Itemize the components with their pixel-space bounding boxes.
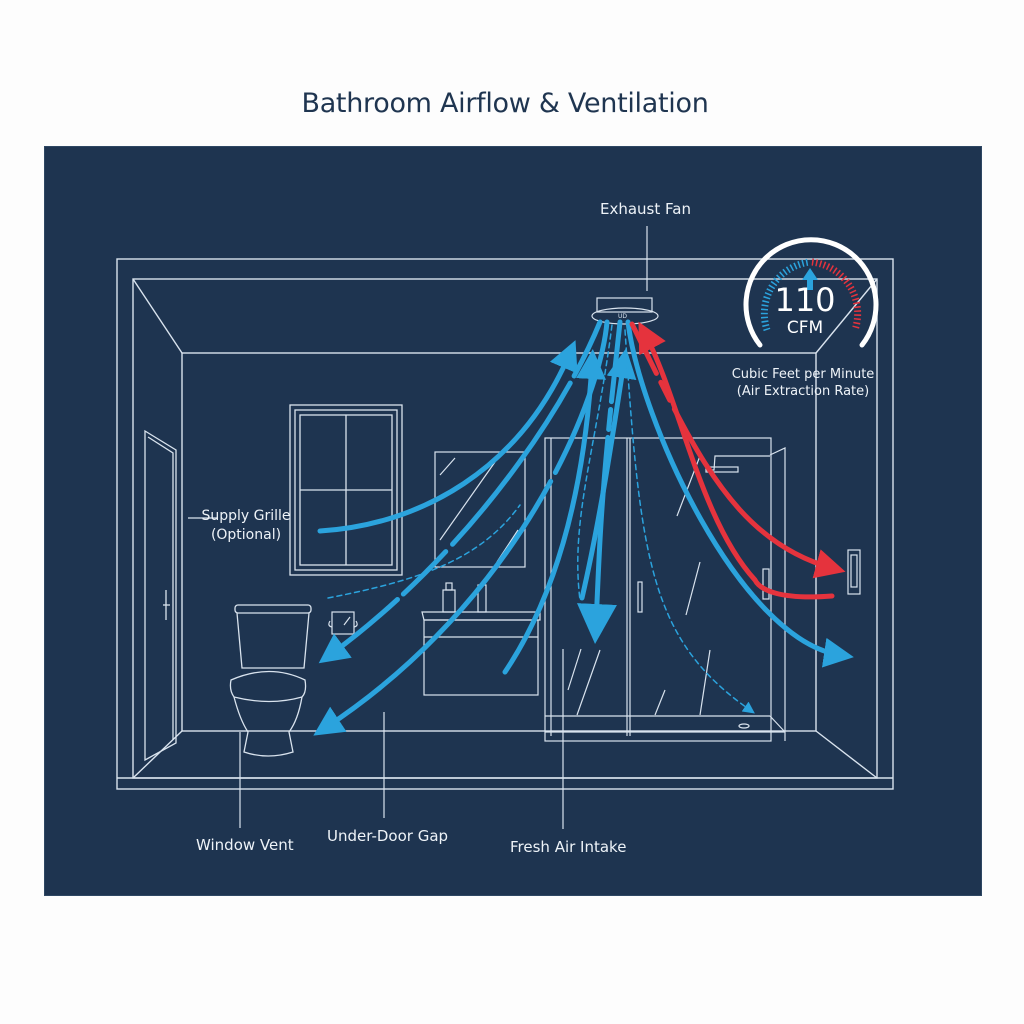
gauge-description-line1: Cubic Feet per Minute [731,367,875,382]
under-door-gap-label: Under-Door Gap [327,827,449,845]
toilet-paper-holder-icon [328,611,358,635]
label-leaders [188,517,564,829]
exhaust-air-flow [629,321,846,600]
fresh-air-intake-label: Fresh Air Intake [510,838,627,856]
exhaust-fan-icon: UD [591,226,659,325]
gauge-description: Cubic Feet per Minute (Air Extraction Ra… [728,366,878,400]
cfm-gauge [743,237,879,348]
svg-text:UD: UD [618,313,627,320]
gauge-value: 110 [774,281,836,319]
vanity-sink-icon [421,582,541,696]
gauge-unit: CFM [786,318,824,338]
door-icon [144,429,177,762]
fresh-air-flow [313,319,854,736]
window-vent-label: Window Vent [196,836,294,854]
gauge-description-line2: (Air Extraction Rate) [736,384,870,399]
mirror-icon [434,451,526,568]
window-icon [289,404,403,576]
wall-switch-icon [847,549,861,595]
diagram-panel [44,146,982,896]
supply-grille-optional-label: (Optional) [210,527,282,543]
diagram-title: Bathroom Airflow & Ventilation [301,88,709,119]
exhaust-fan-label: Exhaust Fan [600,200,691,218]
supply-grille-label: Supply Grille [201,508,291,524]
toilet-icon [229,604,312,757]
room-outline [116,258,894,790]
